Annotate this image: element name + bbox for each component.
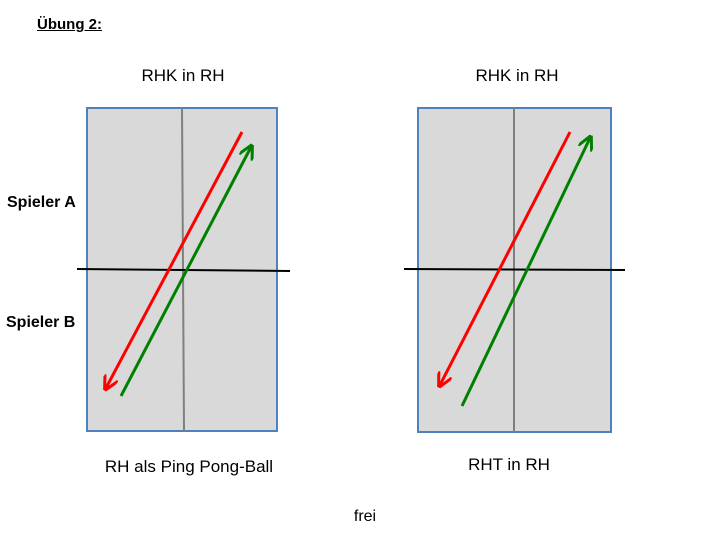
table-1-net-line bbox=[76, 268, 291, 272]
diagram-1-bottom-caption: RH als Ping Pong-Ball bbox=[104, 457, 274, 476]
player-a-label: Spieler A bbox=[7, 194, 76, 211]
player-b-label: Spieler B bbox=[6, 314, 76, 331]
diagram-2-green-arrow bbox=[460, 138, 590, 407]
diagram-1-top-caption: RHK in RH bbox=[141, 66, 225, 85]
table-2-net-line bbox=[403, 268, 626, 271]
diagram-2-top-caption: RHK in RH bbox=[475, 66, 559, 85]
diagram-2 bbox=[403, 107, 626, 433]
diagram-1-red-arrow bbox=[106, 131, 244, 388]
diagram-1 bbox=[76, 107, 291, 432]
diagram-1-green-arrow bbox=[119, 147, 251, 397]
footer-text: frei bbox=[353, 508, 377, 525]
exercise-title: Übung 2: bbox=[37, 16, 102, 33]
diagram-2-red-arrow bbox=[440, 131, 572, 385]
diagram-2-bottom-caption: RHT in RH bbox=[468, 455, 550, 474]
